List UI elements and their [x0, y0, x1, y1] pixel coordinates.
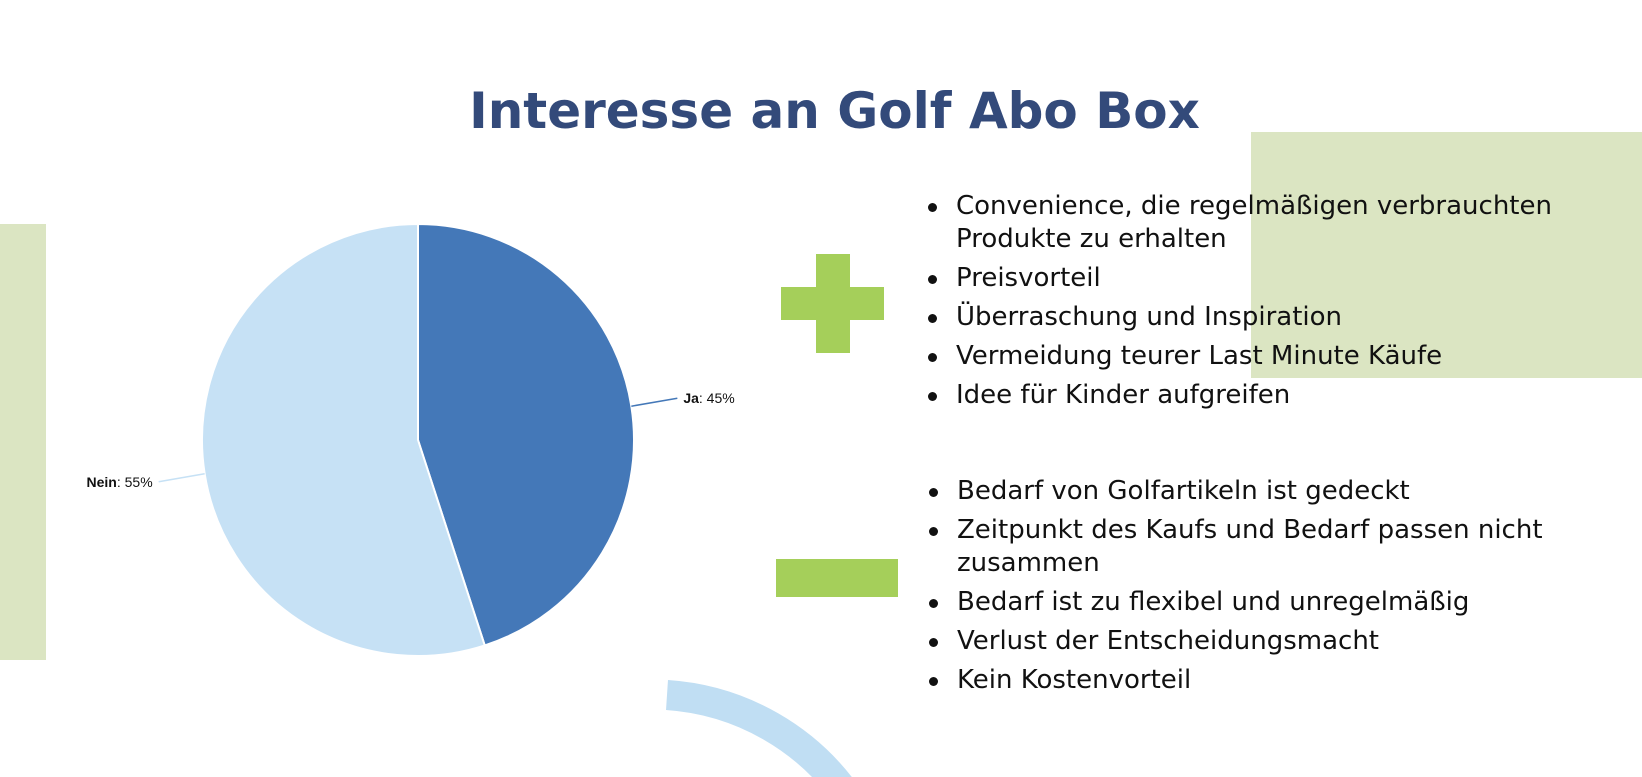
data-label-nein: Nein: 55%: [87, 474, 153, 490]
data-label-ja: Ja: 45%: [683, 390, 734, 406]
minus-icon: [776, 559, 898, 597]
decor-left-panel: [0, 224, 46, 660]
pros-item: Idee für Kinder aufgreifen: [924, 379, 1604, 412]
decor-right-panel: [1251, 132, 1642, 378]
pros-item: Vermeidung teurer Last Minute Käufe: [924, 340, 1604, 373]
plus-icon-vertical: [816, 254, 850, 353]
pros-item: Überraschung und Inspiration: [924, 301, 1604, 334]
pie-slice-ja: [417, 222, 635, 647]
cons-item: Zeitpunkt des Kaufs und Bedarf passen ni…: [925, 514, 1605, 580]
page-title: Interesse an Golf Abo Box: [469, 81, 1200, 140]
cons-item: Kein Kostenvorteil: [925, 664, 1605, 697]
cons-item: Verlust der Entscheidungsmacht: [925, 625, 1605, 658]
leader-line-nein: [158, 473, 205, 483]
pros-item: Convenience, die regelmäßigen verbraucht…: [924, 190, 1604, 256]
cons-item: Bedarf von Golfartikeln ist gedeckt: [925, 475, 1605, 508]
cons-list: Bedarf von Golfartikeln ist gedeckt Zeit…: [925, 475, 1605, 703]
pros-item: Preisvorteil: [924, 262, 1604, 295]
cons-item: Bedarf ist zu flexibel und unregelmäßig: [925, 586, 1605, 619]
decor-arc: [665, 680, 852, 777]
pros-list: Convenience, die regelmäßigen verbraucht…: [924, 190, 1604, 418]
leader-line-ja: [631, 397, 678, 407]
pie-slice-nein: [201, 222, 487, 657]
